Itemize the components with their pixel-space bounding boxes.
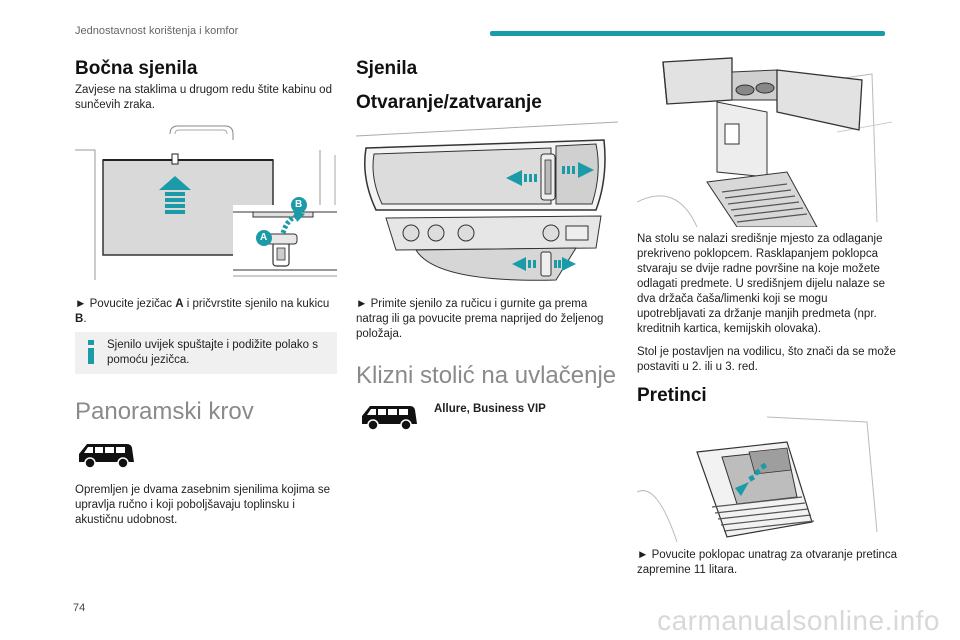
info-text: Sjenilo uvijek spuštajte i podižite pola…	[107, 339, 318, 366]
van-icon	[79, 444, 134, 469]
side-blind-step: ► Povucite jezičac A i pričvrstite sjeni…	[75, 298, 330, 325]
compartments-title: Pretinci	[637, 385, 707, 406]
page-header-text: Jednostavnost korištenja i komfor	[75, 25, 239, 37]
compartment-illustration	[636, 412, 899, 543]
roof-blind-step: ► Primite sjenilo za ručicu i gurnite ga…	[356, 298, 604, 340]
panoramic-roof-title: Panoramski krov	[75, 398, 254, 425]
sliding-table-text: Na stolu se nalazi središnje mjesto za o…	[637, 233, 886, 335]
version-list: Allure, Business VIP	[434, 403, 546, 415]
side-blind-illustration: A B	[75, 120, 337, 290]
sliding-table-text-2: Stol je postavljen na vodilicu, što znač…	[637, 346, 896, 373]
callout-label-a: A	[260, 232, 268, 243]
callout-label-b: B	[295, 199, 303, 210]
page-number: 74	[73, 602, 86, 614]
side-blinds-text: Zavjese na staklima u drugom redu štite …	[75, 84, 332, 111]
open-close-title: Otvaranje/zatvaranje	[356, 92, 542, 113]
watermark: carmanualsonline.info	[657, 605, 940, 636]
van-icon-versions	[362, 406, 417, 431]
compartment-step: ► Povucite poklopac unatrag za otvaranje…	[637, 549, 898, 576]
roof-blind-illustration	[355, 118, 619, 288]
side-blinds-title: Bočna sjenila	[75, 58, 198, 79]
info-box: Sjenilo uvijek spuštajte i podižite pola…	[75, 332, 337, 374]
blinds-title: Sjenila	[356, 58, 418, 79]
sliding-table-title: Klizni stolić na uvlačenje	[356, 362, 617, 389]
panoramic-roof-text: Opremljen je dvama zasebnim sjenilima ko…	[75, 484, 331, 526]
info-icon	[88, 340, 94, 364]
header-accent-bar	[490, 31, 885, 36]
sliding-table-illustration	[636, 52, 899, 228]
